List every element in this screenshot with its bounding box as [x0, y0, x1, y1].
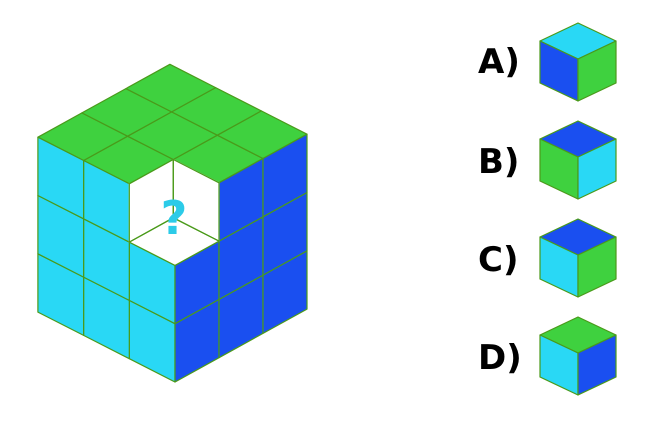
option-b-label[interactable]: B) [478, 142, 520, 182]
option-a-cube[interactable] [539, 22, 617, 102]
option-cube-right-face [577, 138, 617, 200]
hole-inner-edge [173, 217, 220, 242]
option-cube-right-face [577, 40, 617, 102]
hole-inner-edge [129, 217, 174, 243]
option-cube-right-face [577, 236, 617, 298]
option-d-label[interactable]: D) [478, 338, 522, 378]
question-mark: ? [161, 191, 188, 245]
option-b-cube[interactable] [539, 120, 617, 200]
missing-cube-slot [128, 158, 220, 266]
top-face-cell [125, 63, 217, 113]
left-face-cell [37, 136, 85, 220]
option-cube-right-face [577, 334, 617, 396]
option-a-label[interactable]: A) [478, 42, 520, 82]
right-face-cell [262, 133, 308, 218]
option-cubes [539, 22, 617, 396]
option-d-cube[interactable] [539, 316, 617, 396]
option-c-cube[interactable] [539, 218, 617, 298]
option-c-label[interactable]: C) [478, 240, 519, 280]
